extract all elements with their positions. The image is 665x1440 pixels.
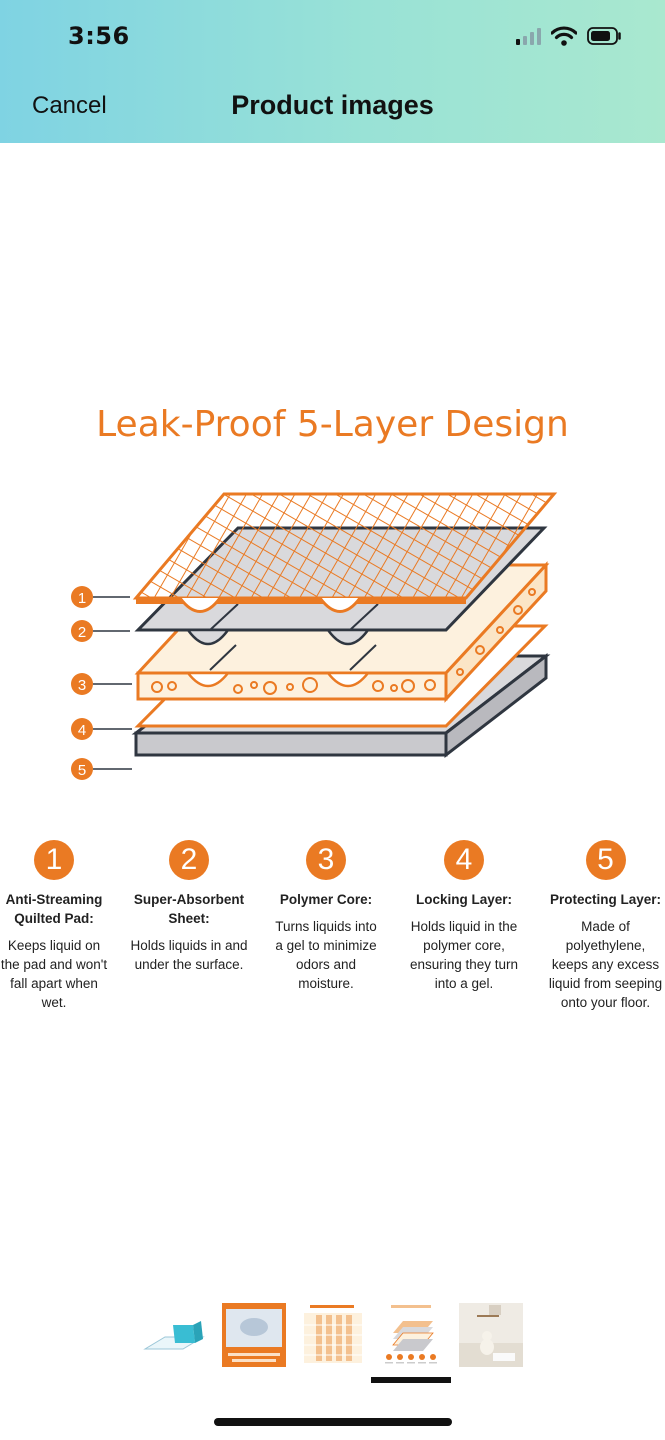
layer-desc-1: 1 Anti-Streaming Quilted Pad: Keeps liqu…	[0, 840, 108, 1012]
page-title: Product images	[231, 90, 434, 120]
layer-desc-4: 4 Locking Layer: Holds liquid in the pol…	[402, 840, 526, 993]
thumbnail-size-chart[interactable]	[300, 1303, 364, 1367]
thumbnail-pad-absorb[interactable]	[222, 1303, 286, 1367]
layer-number-badge: 5	[585, 840, 626, 880]
absorb-thumbnail-icon	[222, 1303, 286, 1367]
design-title: Leak-Proof 5-Layer Design	[96, 404, 569, 445]
layer-text: Made of polyethylene, keeps any excess l…	[548, 919, 663, 1010]
layer-title: Anti-Streaming Quilted Pad:	[5, 892, 103, 926]
thumbnail-strip	[0, 1303, 665, 1373]
battery-icon	[587, 27, 621, 45]
layer-number-badge: 3	[306, 840, 346, 880]
callout-number: 1	[78, 590, 86, 607]
layer-text: Holds liquid in the polymer core, ensuri…	[409, 919, 519, 991]
selected-thumbnail-indicator	[371, 1377, 451, 1383]
size-chart-thumbnail-icon	[300, 1303, 364, 1367]
layer-title: Super-Absorbent Sheet:	[133, 892, 245, 926]
status-icons	[516, 26, 623, 46]
layer-desc-3: 3 Polymer Core: Turns liquids into a gel…	[270, 840, 382, 993]
callout-number: 4	[78, 722, 86, 739]
layer-1-quilted-pad	[132, 492, 558, 613]
callout-2: 2	[71, 620, 130, 642]
layer-number-badge: 2	[169, 840, 209, 880]
callout-3: 3	[71, 673, 132, 695]
callout-1: 1	[71, 586, 130, 608]
layer-title: Protecting Layer:	[549, 892, 662, 907]
layer-text: Keeps liquid on the pad and won't fall a…	[0, 938, 108, 1010]
thumbnail-layer-design[interactable]	[379, 1303, 443, 1367]
layer-design-thumbnail-icon	[385, 1305, 437, 1364]
layer-title: Polymer Core:	[279, 892, 373, 907]
nav-header: 3:56 Cancel Product images	[0, 0, 665, 143]
puppy-room-thumbnail-icon	[459, 1303, 523, 1367]
layer-text: Turns liquids into a gel to minimize odo…	[275, 919, 377, 991]
pad-package-thumbnail-icon	[143, 1321, 205, 1350]
layer-number-badge: 1	[34, 840, 74, 880]
layer-number-badge: 4	[444, 840, 484, 880]
callout-number: 3	[78, 677, 86, 694]
layer-desc-5: 5 Protecting Layer: Made of polyethylene…	[546, 840, 665, 1012]
cellular-signal-icon	[516, 27, 541, 45]
callout-number: 5	[78, 762, 86, 779]
callout-number: 2	[78, 624, 86, 641]
wifi-icon	[551, 26, 577, 46]
layer-diagram: 1 2 3 4 5	[71, 492, 558, 780]
cancel-button[interactable]: Cancel	[32, 92, 107, 119]
home-indicator[interactable]	[214, 1418, 452, 1426]
layer-desc-2: 2 Super-Absorbent Sheet: Holds liquids i…	[128, 840, 250, 974]
layer-text: Holds liquids in and under the surface.	[130, 938, 248, 972]
callout-4: 4	[71, 718, 132, 740]
thumbnail-pad-package[interactable]	[143, 1303, 207, 1367]
layer-title: Locking Layer:	[415, 892, 513, 907]
thumbnail-puppy-room[interactable]	[459, 1303, 523, 1367]
callout-5: 5	[71, 758, 132, 780]
status-time: 3:56	[68, 22, 130, 50]
